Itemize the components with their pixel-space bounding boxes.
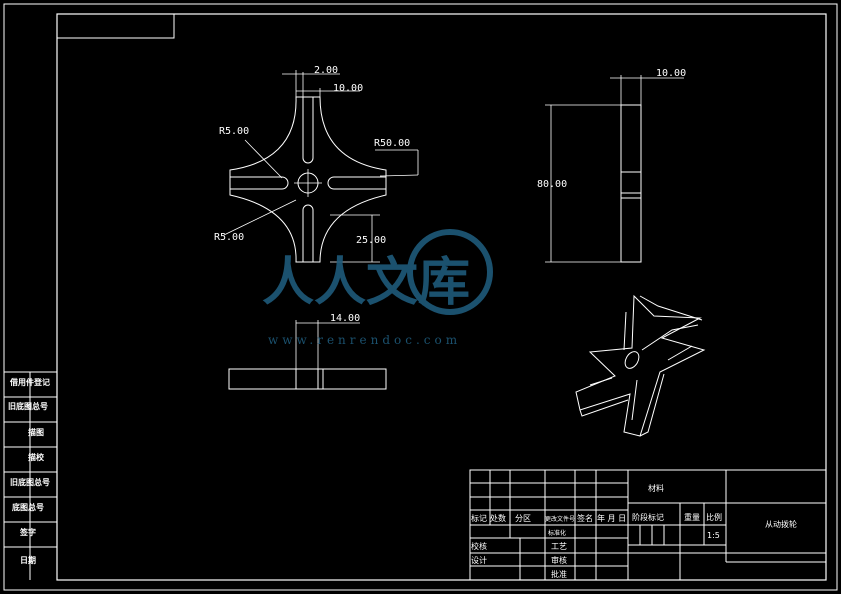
front-view: 2.00 10.00 R5.00 R50.00 R5.00 25.00: [214, 65, 419, 263]
side-label: 签字: [19, 527, 36, 537]
material-label: 材料: [648, 483, 664, 493]
watermark-text: 人人文库: [262, 252, 470, 313]
side-register: 借用件登记 旧底图总号 描图 描校 旧底图总号 底图总号 签字 日期: [4, 371, 57, 580]
mid-label: 标准化: [548, 529, 566, 537]
side-label: 底图总号: [11, 502, 44, 512]
dim-label: 14.00: [330, 313, 360, 324]
dim-label: 10.00: [656, 68, 686, 79]
row-header: 签名: [577, 513, 593, 523]
side-label: 日期: [20, 555, 36, 565]
scale-value: 1:5: [707, 531, 720, 540]
bottom-view: 14.00: [228, 313, 387, 390]
row-header: 处数: [490, 513, 506, 523]
row-header: 更改文件号: [545, 515, 575, 523]
stage-label: 重量: [684, 512, 700, 522]
side-label: 借用件登记: [9, 377, 50, 387]
stage-label: 阶段标记: [632, 512, 664, 522]
inner-frame: [56, 13, 827, 581]
row-header: 年 月 日: [597, 513, 626, 523]
isometric-view: [575, 294, 706, 437]
top-left-box: [56, 13, 175, 39]
watermark-url: www.renrendoc.com: [268, 333, 461, 347]
dim-label: 2.00: [314, 65, 338, 76]
mid-label: 工艺: [551, 542, 567, 551]
dim-label: 10.00: [333, 83, 363, 94]
row-header: 分区: [515, 514, 531, 523]
mid-label: 批准: [551, 569, 567, 579]
stage-label: 比例: [706, 512, 722, 522]
dim-label: 25.00: [356, 235, 386, 246]
watermark: 人人文库 www.renrendoc.com: [262, 229, 493, 347]
mid-label: 审核: [551, 555, 567, 565]
side-label: 旧底图总号: [8, 401, 48, 411]
row-header: 标记: [471, 513, 487, 523]
left-label: 校核: [471, 541, 487, 551]
watermark-logo-icon: [407, 229, 493, 315]
side-label: 描图: [28, 427, 44, 437]
side-label: 描校: [28, 452, 45, 462]
title-block: 材料 从动拨轮 标记 处数 分区 更改文件号 签名 年 月 日 阶段标记 重量 …: [469, 469, 827, 581]
side-view: 10.00 80.00: [537, 68, 686, 263]
outer-frame: [3, 3, 838, 591]
part-name: 从动拨轮: [765, 519, 797, 529]
dim-label: R50.00: [374, 138, 410, 149]
dim-label: R5.00: [219, 126, 249, 137]
side-label: 旧底图总号: [10, 477, 50, 487]
dim-label: R5.00: [214, 232, 244, 243]
dim-label: 80.00: [537, 179, 567, 190]
left-label: 设计: [471, 555, 487, 565]
